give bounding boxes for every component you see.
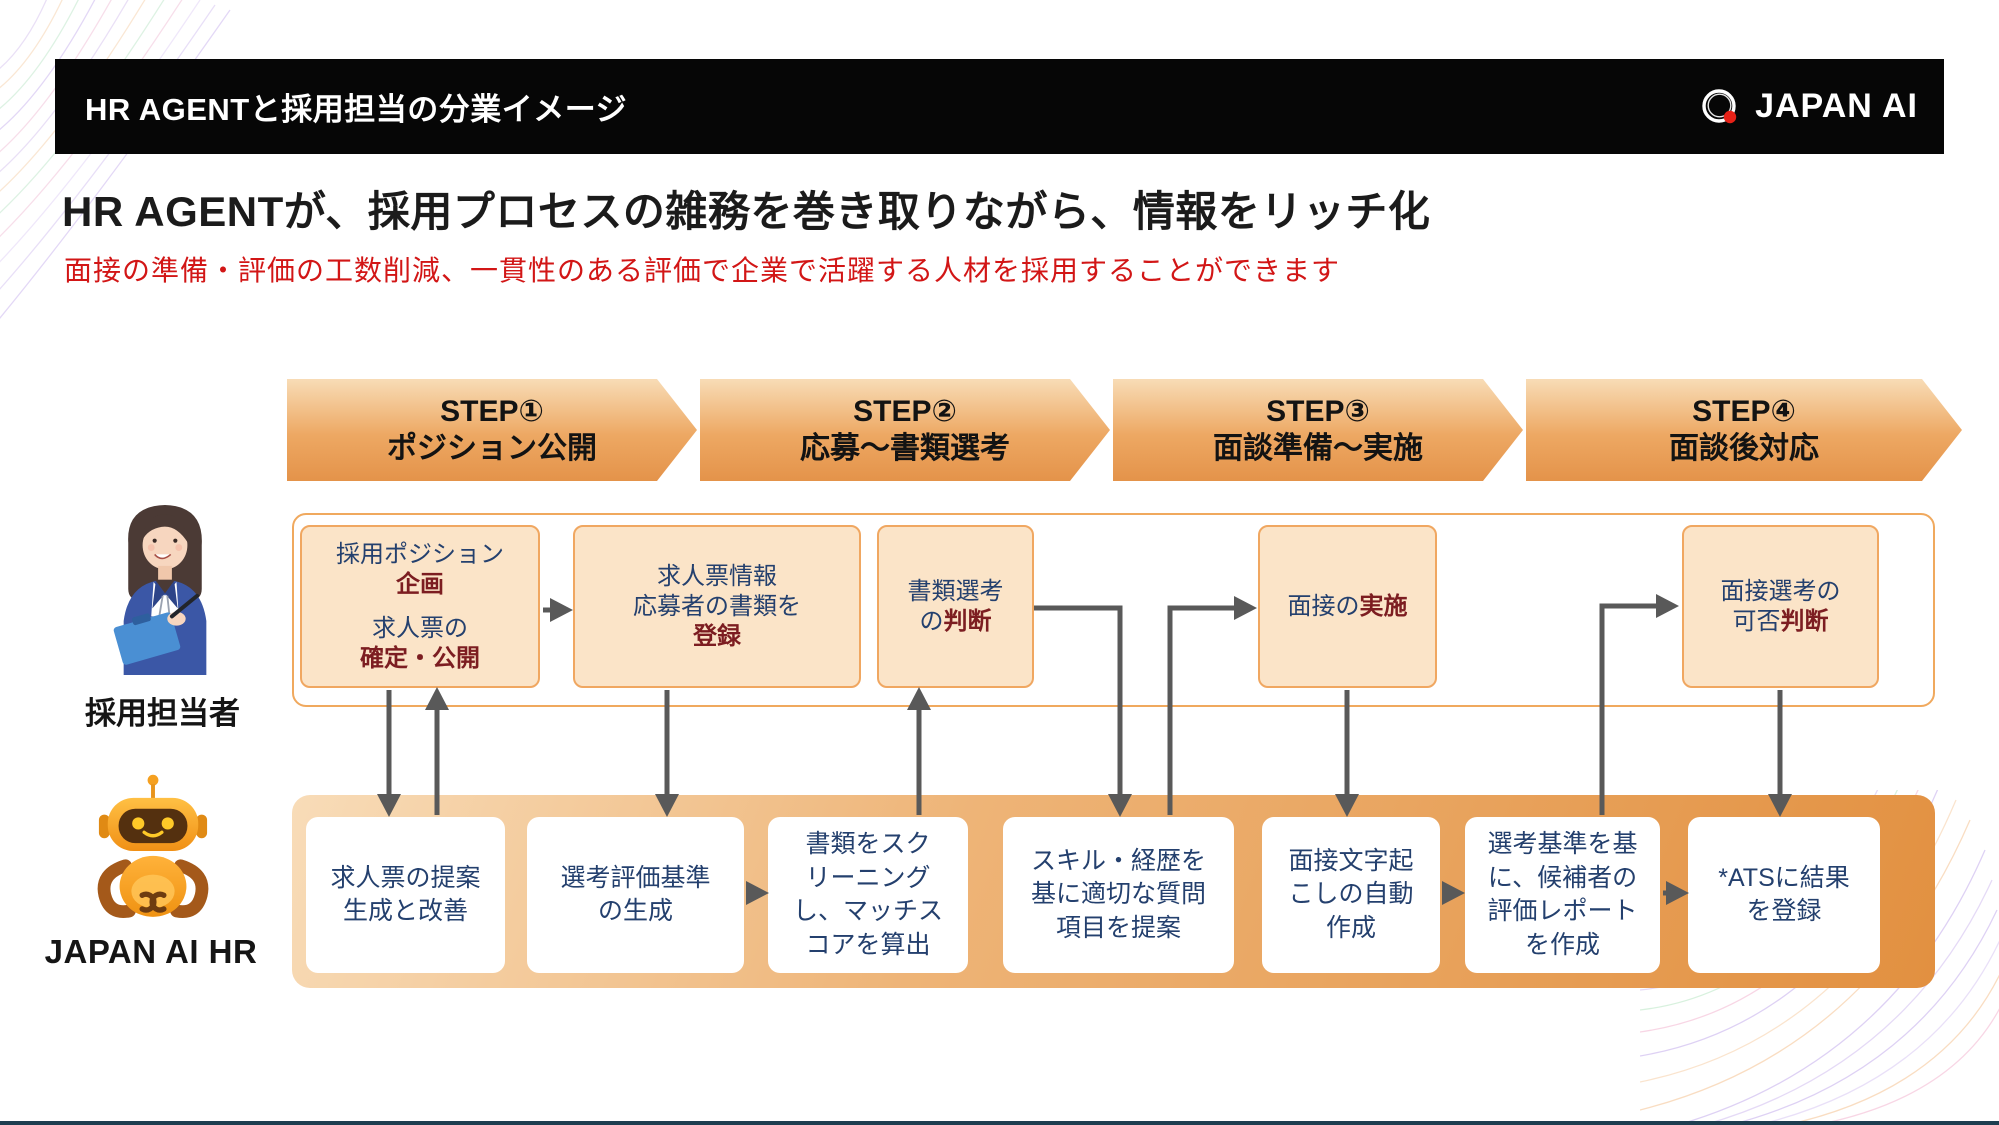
step-chevron-4: STEP④ 面談後対応 (1526, 379, 1962, 481)
human-lane-label: 採用担当者 (85, 696, 240, 731)
ai-task-evaluation-report: 選考基準を基に、候補者の評価レポートを作成 (1465, 817, 1660, 973)
step-label: STEP③ (1266, 394, 1370, 428)
step-label: STEP② (853, 394, 957, 428)
window-bottom-edge (0, 1121, 1999, 1125)
header-title: HR AGENTと採用担当の分業イメージ (85, 92, 628, 127)
step-chevron-1: STEP① ポジション公開 (287, 379, 697, 481)
ai-lane-label: JAPAN AI HR (44, 933, 258, 970)
ai-task-auto-transcription: 面接文字起こしの自動作成 (1262, 817, 1440, 973)
human-task-position-planning: 採用ポジション企画求人票の確定・公開 (300, 525, 540, 688)
robot-illustration (97, 774, 209, 918)
step-chevron-2: STEP② 応募〜書類選考 (700, 379, 1110, 481)
step-name: 応募〜書類選考 (800, 432, 1010, 465)
ai-task-job-posting-proposal: 求人票の提案生成と改善 (306, 817, 505, 973)
ai-task-screening-match-score: 書類をスクリーニングし、マッチスコアを算出 (768, 817, 968, 973)
brand-text: JAPAN AI (1755, 87, 1918, 125)
decor-swirl-top-left (0, 0, 231, 319)
human-task-pass-fail-decision: 面接選考の可否判断 (1682, 525, 1879, 688)
step-label: STEP④ (1692, 394, 1796, 428)
page-title: HR AGENTが、採用プロセスの雑務を巻き取りながら、情報をリッチ化 (62, 188, 1431, 235)
header-bar: HR AGENTと採用担当の分業イメージ JAPAN AI (55, 59, 1944, 154)
step-chevron-3: STEP③ 面談準備〜実施 (1113, 379, 1523, 481)
page-subtitle: 面接の準備・評価の工数削減、一貫性のある評価で企業で活躍する人材を採用することが… (64, 255, 1341, 286)
step-name: 面談後対応 (1669, 432, 1819, 465)
ai-task-generate-criteria: 選考評価基準の生成 (527, 817, 744, 973)
human-task-conduct-interview: 面接の実施 (1258, 525, 1437, 688)
human-task-register-job-info: 求人票情報応募者の書類を登録 (573, 525, 861, 688)
step-name: ポジション公開 (387, 432, 597, 465)
step-label: STEP① (440, 394, 544, 428)
japan-ai-logo-icon (1702, 88, 1737, 123)
ai-task-register-ats: *ATSに結果を登録 (1688, 817, 1880, 973)
step-name: 面談準備〜実施 (1213, 432, 1423, 465)
brand-lockup: JAPAN AI (1697, 59, 1918, 154)
ai-task-question-suggestions: スキル・経歴を基に適切な質問項目を提案 (1003, 817, 1234, 973)
human-task-document-screening-decision: 書類選考の判断 (877, 525, 1034, 688)
recruiter-illustration (113, 505, 207, 675)
